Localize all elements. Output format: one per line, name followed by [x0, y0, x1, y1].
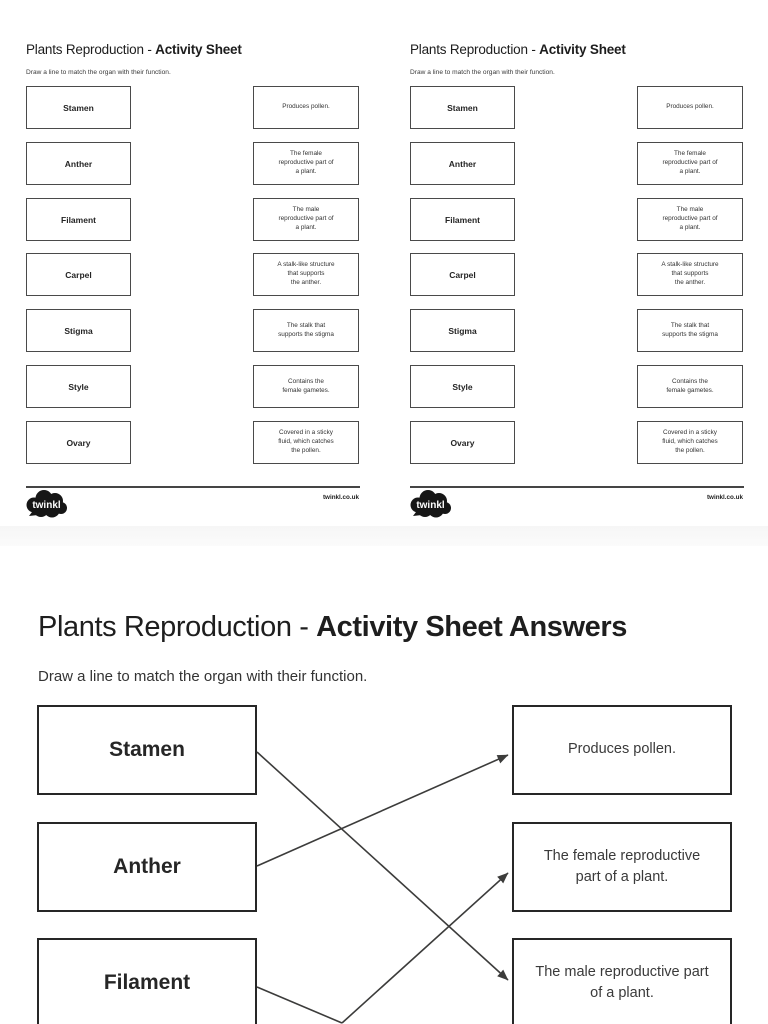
page-title-regular: Plants Reproduction - [410, 42, 540, 58]
answers-title: Plants Reproduction - Activity Sheet Ans… [38, 611, 627, 644]
function-text: The female reproductive part of a plant. [278, 150, 334, 175]
function-text: Contains the female gametes. [282, 377, 330, 394]
function-box: The female reproductive part of a plant. [253, 142, 359, 185]
organ-label: Filament [103, 971, 191, 994]
organ-box-stamen: Stamen [26, 86, 131, 129]
organ-box-filament: Filament [26, 198, 131, 241]
organ-label: Stamen [63, 102, 94, 113]
organ-box-style: Style [26, 365, 131, 408]
function-box: A stalk-like structure that supports the… [637, 253, 743, 296]
organ-label: Filament [61, 214, 96, 225]
page-title-regular: Plants Reproduction - [26, 42, 156, 58]
function-box: The stalk that supports the stigma [253, 309, 359, 352]
organ-box-carpel: Carpel [26, 253, 131, 296]
organ-box-filament: Filament [37, 938, 257, 1024]
function-box: The male reproductive part of a plant. [253, 198, 359, 241]
answers-title-bold: Activity Sheet Answers [316, 611, 627, 644]
answers-subtitle: Draw a line to match the organ with thei… [38, 668, 368, 685]
function-text: A stalk-like structure that supports the… [277, 261, 335, 286]
footer-rule [26, 486, 360, 488]
organ-label: Anther [64, 158, 93, 169]
function-text: The male reproductive part of a plant. [535, 963, 709, 1001]
organ-box-carpel: Carpel [410, 253, 515, 296]
organ-label: Anther [113, 855, 181, 878]
footer-url: twinkl.co.uk [706, 494, 743, 501]
organ-label: Carpel [65, 269, 92, 280]
function-text: Produces pollen. [567, 741, 676, 758]
function-text: A stalk-like structure that supports the… [661, 261, 719, 286]
footer-url: twinkl.co.uk [322, 494, 359, 501]
function-box: Produces pollen. [512, 705, 732, 795]
function-box: The female reproductive part of a plant. [637, 142, 743, 185]
page-title-bold: Activity Sheet [539, 42, 626, 58]
function-text: Covered in a sticky fluid, which catches… [662, 429, 718, 454]
function-text: Covered in a sticky fluid, which catches… [278, 429, 334, 454]
activity-sheet-page-1: Plants Reproduction - Activity Sheet Dra… [0, 0, 384, 526]
organ-label: Stamen [109, 738, 185, 761]
function-text: The male reproductive part of a plant. [278, 206, 334, 231]
organ-box-anther: Anther [410, 142, 515, 185]
organ-label: Stamen [447, 102, 478, 113]
answers-title-regular: Plants Reproduction - [38, 611, 317, 644]
page-title: Plants Reproduction - Activity Sheet [410, 42, 626, 57]
organ-box-ovary: Ovary [410, 421, 515, 464]
function-box: The stalk that supports the stigma [637, 309, 743, 352]
function-box: Produces pollen. [253, 86, 359, 129]
function-box: A stalk-like structure that supports the… [253, 253, 359, 296]
footer-rule [410, 486, 744, 488]
organ-label: Anther [448, 158, 477, 169]
page-gap-band [0, 526, 768, 546]
organ-label: Carpel [449, 269, 476, 280]
function-box: The male reproductive part of a plant. [637, 198, 743, 241]
organ-label: Style [452, 381, 473, 392]
page-title-bold: Activity Sheet [155, 42, 242, 58]
function-text: The stalk that supports the stigma [662, 321, 718, 338]
organ-box-anther: Anther [26, 142, 131, 185]
twinkl-logo: twinkl [26, 490, 67, 518]
page-subtitle: Draw a line to match the organ with thei… [26, 68, 171, 76]
twinkl-logo: twinkl [410, 490, 451, 518]
function-box: Contains the female gametes. [637, 365, 743, 408]
organ-box-stamen: Stamen [37, 705, 257, 795]
organ-label: Stigma [448, 325, 477, 336]
organ-label: Style [68, 381, 89, 392]
function-text: Produces pollen. [282, 103, 330, 111]
organ-box-anther: Anther [37, 822, 257, 912]
function-text: Contains the female gametes. [666, 377, 714, 394]
function-box: Contains the female gametes. [253, 365, 359, 408]
function-text: The female reproductive part of a plant. [662, 150, 718, 175]
twinkl-logo-text: twinkl [416, 500, 445, 511]
organ-label: Stigma [64, 325, 93, 336]
answers-page: Plants Reproduction - Activity Sheet Ans… [0, 546, 768, 1024]
function-box: The female reproductive part of a plant. [512, 822, 732, 912]
function-text: Produces pollen. [666, 103, 714, 111]
organ-label: Ovary [450, 437, 475, 448]
organ-label: Filament [445, 214, 480, 225]
organ-box-stamen: Stamen [410, 86, 515, 129]
function-text: The stalk that supports the stigma [278, 321, 334, 338]
organ-box-stigma: Stigma [26, 309, 131, 352]
organ-box-style: Style [410, 365, 515, 408]
organ-label: Ovary [66, 437, 91, 448]
function-box: Covered in a sticky fluid, which catches… [637, 421, 743, 464]
organ-box-ovary: Ovary [26, 421, 131, 464]
function-box: Produces pollen. [637, 86, 743, 129]
page-title: Plants Reproduction - Activity Sheet [26, 42, 242, 57]
page-subtitle: Draw a line to match the organ with thei… [410, 68, 555, 76]
twinkl-logo-text: twinkl [32, 500, 61, 511]
organ-box-stigma: Stigma [410, 309, 515, 352]
function-text: The female reproductive part of a plant. [543, 847, 701, 885]
activity-sheet-page-2: Plants Reproduction - Activity Sheet Dra… [384, 0, 768, 526]
function-box: The male reproductive part of a plant. [512, 938, 732, 1024]
organ-box-filament: Filament [410, 198, 515, 241]
function-text: The male reproductive part of a plant. [662, 206, 718, 231]
function-box: Covered in a sticky fluid, which catches… [253, 421, 359, 464]
